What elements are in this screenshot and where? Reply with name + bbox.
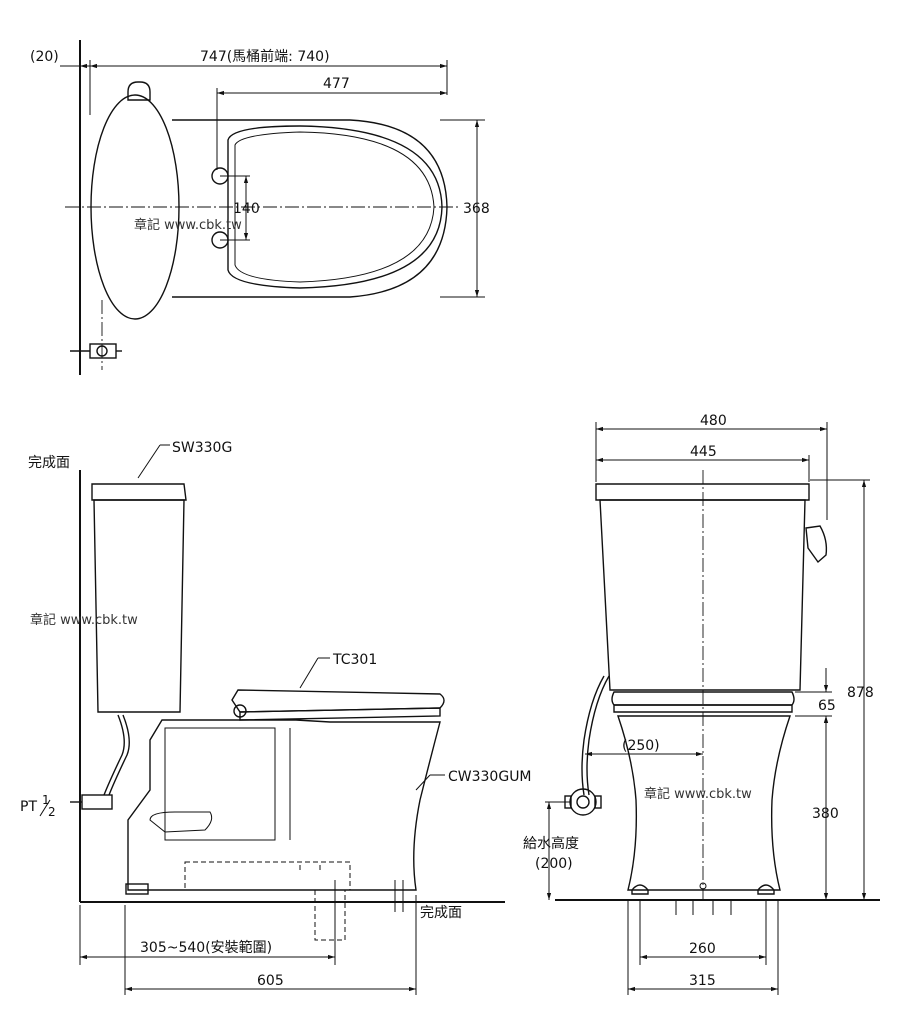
tank-lid-side (91, 483, 187, 501)
supply-height-label: 給水高度 (523, 835, 579, 852)
side-view: 完成面 完成面 SW330G 章記 www.cbk.tw TC301 CW330… (20, 440, 532, 995)
tank-lid-front (595, 483, 810, 501)
bolt-dim-text: 140 (233, 201, 260, 217)
pipe-thread-num: 1 (42, 793, 50, 807)
bolt-260-dim-text: 260 (689, 941, 716, 957)
pipe-thread-den: 2 (48, 805, 56, 819)
supply-height-value: (200) (535, 856, 573, 872)
flush-lever-front (805, 525, 828, 564)
top-view: (20) 747(馬桶前端: 740) 477 140 368 (30, 40, 490, 375)
front-watermark: 章記 www.cbk.tw (644, 786, 752, 802)
overall-dim-text: 747(馬桶前端: 740) (200, 48, 330, 65)
trap-outline (149, 811, 213, 833)
front-view: 480 445 章記 www.cbk.tw (250) 給水高度 (200) (523, 413, 880, 995)
top-watermark: 章記 www.cbk.tw (134, 217, 242, 233)
tank-width-dim-text: 480 (700, 413, 727, 429)
finish-wall-label: 完成面 (28, 455, 70, 471)
height-dim-text: 878 (847, 685, 874, 701)
seat-dim-text: 477 (323, 76, 350, 92)
offset-dim-text: (20) (30, 49, 59, 65)
left-foot (631, 884, 649, 895)
drain-hidden (184, 861, 351, 891)
seat-model-label: TC301 (332, 652, 377, 668)
bowl-side-outline (127, 719, 441, 891)
tank-side-outline (93, 499, 185, 713)
flush-lever-top (127, 81, 151, 101)
depth-dim-text: 605 (257, 973, 284, 989)
tank-front-outline (599, 499, 806, 691)
bowl-top-outline (172, 119, 448, 298)
supply-valve-side (81, 794, 113, 810)
width-dim-text: 368 (463, 201, 490, 217)
bowl-model-label: CW330GUM (448, 769, 532, 785)
lid-width-dim-text: 445 (690, 444, 717, 460)
seat-height-dim-text: 65 (818, 698, 836, 714)
bolt-315-dim-text: 315 (689, 973, 716, 989)
supply-hose-side (103, 714, 125, 796)
offset-250-dim-text: (250) (622, 738, 660, 754)
tank-model-label: SW330G (172, 440, 232, 456)
right-foot (757, 884, 775, 895)
pipe-thread-label: PT (20, 799, 37, 815)
finish-floor-label: 完成面 (420, 905, 462, 921)
side-watermark: 章記 www.cbk.tw (30, 612, 138, 628)
bowl-height-dim-text: 380 (812, 806, 839, 822)
supply-hose-front (581, 675, 605, 796)
bowl-front-outline (617, 715, 791, 891)
range-dim-text: 305~540(安裝範圍) (140, 939, 272, 956)
